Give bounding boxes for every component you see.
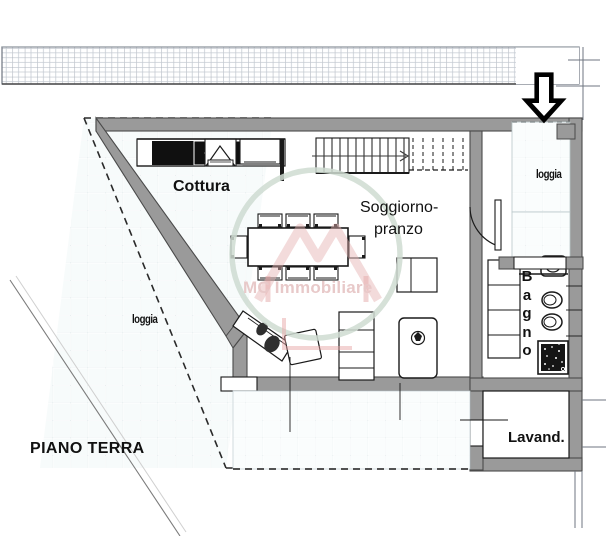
property-boundary-line — [9, 275, 187, 536]
soggiorno-line-2: pranzo — [374, 221, 423, 238]
bagno-letter-g: g — [522, 305, 532, 322]
watermark-logo — [229, 167, 403, 350]
watermark-text: MC Immobiliare — [243, 278, 373, 297]
bottom-terrace-tiles — [232, 390, 471, 470]
bagno-letter-o: o — [522, 342, 532, 359]
plant-icon — [410, 330, 426, 346]
room-label-soggiorno-pranzo: Soggiorno- pranzo — [360, 197, 438, 241]
bottom-right-pipes — [574, 471, 583, 528]
lavanderia-room — [482, 390, 570, 459]
sideboard-top — [396, 257, 438, 293]
loggia-right-threshold — [498, 256, 584, 270]
coffee-table-with-plant — [398, 317, 438, 379]
bidet-icon — [541, 313, 563, 331]
sofa-bottom — [338, 311, 375, 381]
entrance-arrow — [521, 72, 567, 124]
plan-title: PIANO TERRA — [30, 440, 145, 457]
room-label-cottura: Cottura — [173, 178, 230, 195]
door-swing-entry — [469, 199, 502, 251]
terrace-hatch-strip — [1, 46, 580, 85]
bagno-letter-n: n — [522, 323, 532, 341]
lavand-right-lines — [582, 399, 606, 448]
walls — [95, 116, 583, 472]
shower-icon — [537, 340, 569, 375]
bagno-letter-b: B — [521, 268, 533, 285]
kitchen-counter-group — [136, 138, 286, 181]
sofa-diagonal — [232, 310, 293, 362]
bagno-letter-a: a — [522, 286, 532, 304]
room-label-loggia-right: loggia — [536, 167, 562, 181]
room-label-lavanderia: Lavand. — [508, 429, 565, 446]
dining-table-group — [230, 213, 366, 281]
room-label-bagno: B a g n o — [519, 268, 535, 361]
shelving-unit — [487, 259, 521, 359]
room-label-loggia-left: loggia — [132, 312, 158, 326]
loggia-right-area — [511, 121, 576, 261]
dimension-marks — [289, 357, 508, 432]
soggiorno-line-1: Soggiorno- — [360, 199, 439, 216]
toilet-icon — [541, 291, 563, 309]
